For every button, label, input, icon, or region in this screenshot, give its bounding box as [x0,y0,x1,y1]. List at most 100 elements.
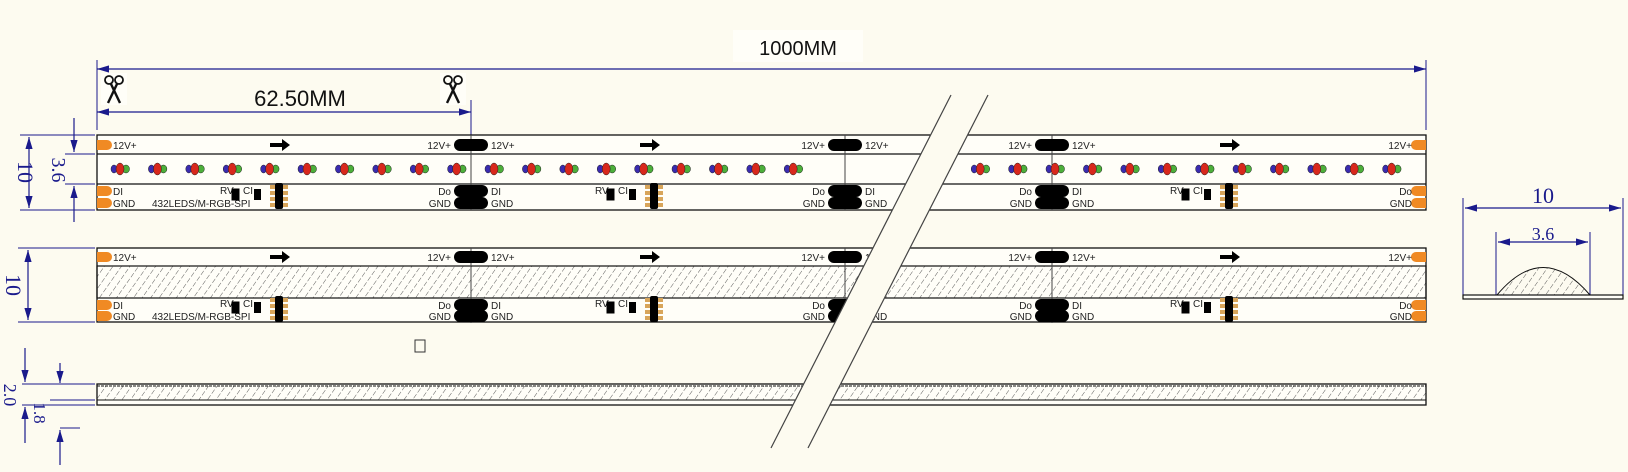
direction-arrow-icon [640,251,660,263]
solder-pad [1411,300,1426,310]
pad-label-12v: 12V+ [1008,141,1032,152]
solder-joint [828,185,862,197]
width-middle-label: 10 [1,274,26,296]
pad-label-gnd: GND [803,312,825,323]
side-view [96,383,1427,406]
resistor [606,301,615,314]
pad-label-12v: 12V+ [113,141,137,152]
solder-joint [1035,310,1069,322]
direction-arrow-icon [270,139,290,151]
thickness-pcb-label: 1.8 [30,402,49,423]
total-length-label: 1000MM [759,38,837,60]
solder-pad [97,300,112,310]
cut-length-label: 62.50MM [254,86,346,111]
ic-chip [650,183,658,209]
solder-joint [454,251,488,263]
dimension-cut-length: 62.50MM [97,86,472,135]
direction-arrow-icon [1220,139,1240,151]
pad-label-gnd: GND [1072,199,1094,210]
pad-label-gnd: GND [113,312,135,323]
dimension-thickness: 2.0 1.8 [0,348,95,465]
pad-label-12v: 12V+ [427,253,451,264]
solder-joint [454,310,488,322]
pad-label-gnd: GND [1390,312,1412,323]
direction-arrow-icon [270,251,290,263]
solder-pad [97,198,112,208]
pad-label-gnd: GND [865,199,887,210]
pad-label-di: DI [491,187,501,198]
dimension-led-zone: 3.6 [47,118,95,222]
pad-label-12v: 12V+ [1072,141,1096,152]
ic-chip [1225,183,1233,209]
capacitor [254,302,261,313]
solder-pad [97,186,112,196]
solder-joint [454,299,488,311]
pad-label-gnd: GND [491,199,513,210]
solder-joint [454,185,488,197]
capacitor-label: CI [1193,186,1203,197]
pad-label-gnd: GND [113,199,135,210]
resistor [231,301,240,314]
solder-joint [454,139,488,151]
cross-section: 10 3.6 [1462,183,1624,300]
pad-label-12v: 12V+ [491,253,515,264]
cross-section-width-label: 10 [1532,183,1554,208]
direction-arrow-icon [640,139,660,151]
solder-joint [828,251,862,263]
resistor [231,188,240,201]
pad-label-gnd: GND [1072,312,1094,323]
resistor [606,188,615,201]
capacitor-label: CI [618,299,628,310]
solder-joint [1035,251,1069,263]
led-zone-label: 3.6 [47,158,69,183]
solder-pad [1411,186,1426,196]
pad-label-12v: 12V+ [113,253,137,264]
scissors-icon [101,73,127,105]
ic-chip [1225,296,1233,322]
capacitor [254,189,261,200]
capacitor-label: CI [1193,299,1203,310]
pad-label-do: Do [1019,301,1032,312]
pad-label-gnd: GND [1010,312,1032,323]
ic-chip [650,296,658,322]
pad-label-gnd: GND [429,312,451,323]
dimension-width-middle: 10 [1,247,95,323]
pad-label-gnd: GND [1390,199,1412,210]
solder-pad [97,311,112,321]
capacitor [629,189,636,200]
capacitor [629,302,636,313]
pad-label-di: DI [865,187,875,198]
width-top-label: 10 [13,161,38,183]
solder-pad [1411,311,1426,321]
dimension-width-top: 10 [13,134,95,211]
pad-label-gnd: GND [429,199,451,210]
pad-label-gnd: GND [491,312,513,323]
pad-label-di: DI [1072,187,1082,198]
pad-label-di: DI [491,301,501,312]
solder-pad [1411,140,1426,150]
solder-joint [1035,299,1069,311]
cross-section-dome-label: 3.6 [1532,224,1555,244]
pad-label-gnd: GND [1010,199,1032,210]
solder-pad [97,140,112,150]
pad-label-do: Do [812,301,825,312]
pad-label-12v: 12V+ [1388,253,1412,264]
solder-joint [828,139,862,151]
solder-joint [828,197,862,209]
pad-label-do: Do [438,187,451,198]
resistor [1181,301,1190,314]
model-label: 432LEDS/M-RGB-SPI [152,199,250,210]
resistor-label: RV [220,186,234,197]
resistor [1181,188,1190,201]
pad-label-12v: 12V+ [1072,253,1096,264]
capacitor-label: CI [618,186,628,197]
solder-pad [97,252,112,262]
capacitor [1204,302,1211,313]
pad-label-12v: 12V+ [801,141,825,152]
resistor-label: RV [595,299,609,310]
resistor-label: RV [1170,186,1184,197]
pad-label-12v: 12V+ [427,141,451,152]
solder-joint [1035,197,1069,209]
pad-label-gnd: GND [865,312,887,323]
pad-label-12v: 12V+ [1008,253,1032,264]
